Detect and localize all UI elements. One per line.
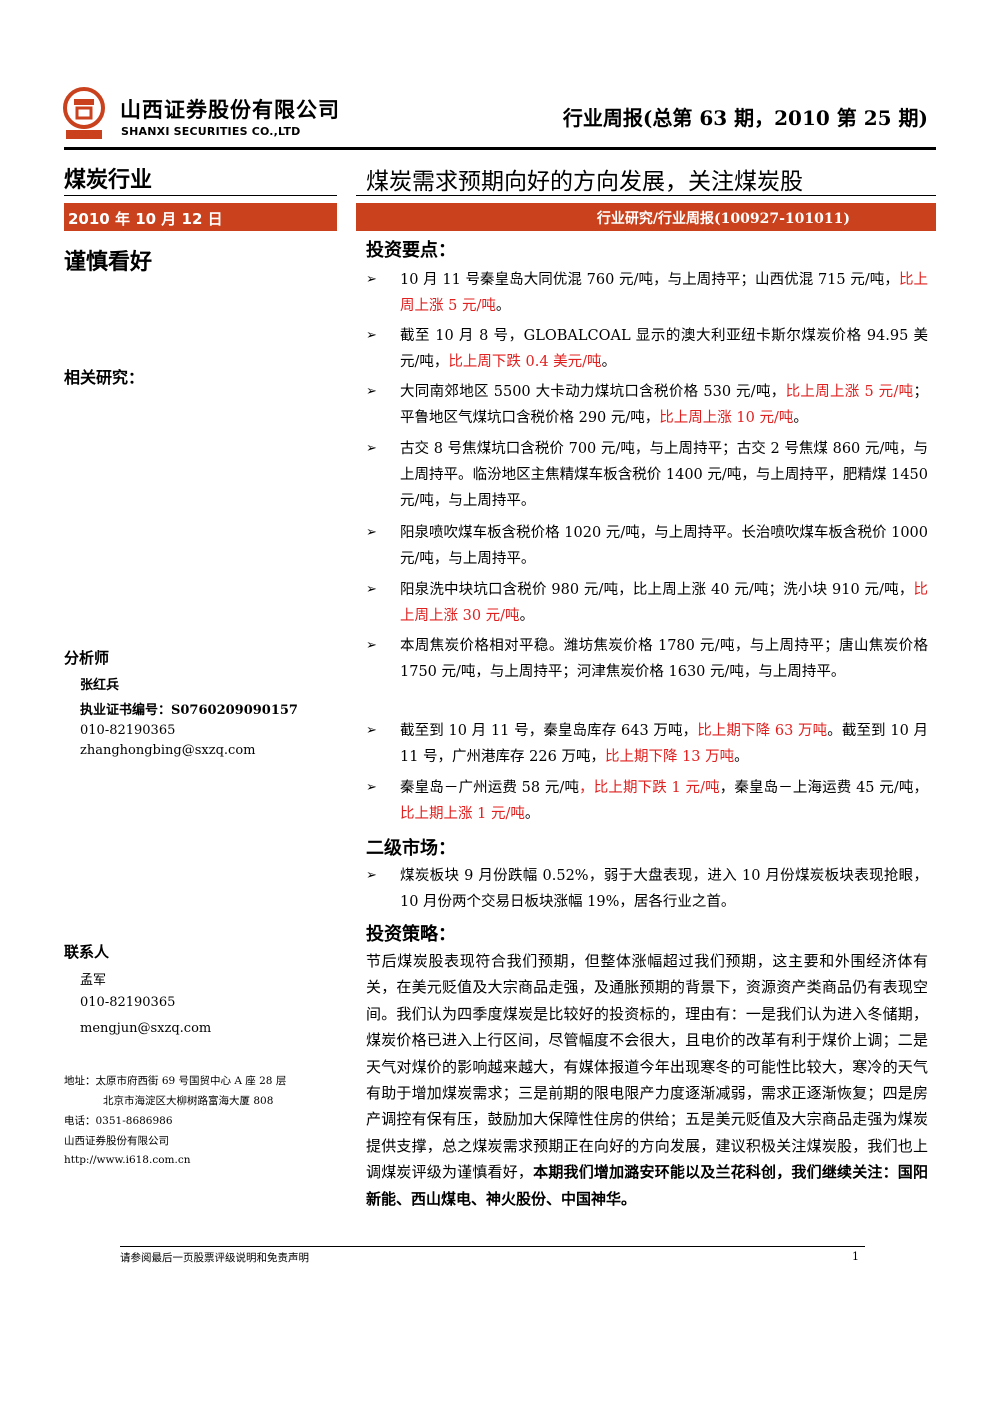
list-item: ➢大同南郊地区 5500 大卡动力煤坑口含税价格 530 元/吨，比上周上涨 5… [366,379,928,431]
list-item: ➢古交 8 号焦煤坑口含税价 700 元/吨，与上周持平；古交 2 号焦煤 86… [366,436,928,514]
related-research-label: 相关研究： [64,368,145,387]
industry-name: 煤炭行业 [64,168,153,193]
contact-email[interactable]: mengjun@sxzq.com [80,1021,212,1036]
list-item: ➢截至 10 月 8 号，GLOBALCOAL 显示的澳大利亚纽卡斯尔煤炭价格 … [366,323,928,375]
analyst-name: 张红兵 [80,678,120,693]
bullet-arrow-icon: ➢ [366,780,377,795]
report-headline: 煤炭需求预期向好的方向发展，关注煤炭股 [366,169,803,195]
bullet-arrow-icon: ➢ [366,272,377,287]
company-name-en: SHANXI SECURITIES CO.,LTD [121,125,301,138]
analyst-phone: 010-82190365 [80,723,176,738]
company-name-footer: 山西证券股份有限公司 [64,1135,169,1147]
bullet-arrow-icon: ➢ [366,638,377,653]
list-item: ➢煤炭板块 9 月份跌幅 0.52%，弱于大盘表现，进入 10 月份煤炭板块表现… [366,863,928,915]
list-item: ➢秦皇岛－广州运费 58 元/吨，比上期下跌 1 元/吨，秦皇岛－上海运费 45… [366,775,928,827]
page-number: 1 [852,1250,859,1263]
bullet-arrow-icon: ➢ [366,582,377,597]
header-rule [64,147,936,150]
bullet-arrow-icon: ➢ [366,525,377,540]
bullet-arrow-icon: ➢ [366,384,377,399]
industry-underline [64,195,337,196]
report-title: 行业周报(总第 63 期，2010 第 25 期) [562,106,928,130]
address-line-2: 北京市海淀区大柳树路富海大厦 808 [103,1095,274,1107]
list-item: ➢本周焦炭价格相对平稳。潍坊焦炭价格 1780 元/吨，与上周持平；唐山焦炭价格… [366,633,928,685]
footer-rule [120,1246,865,1247]
company-logo-icon [63,87,105,139]
list-item: ➢阳泉喷吹煤车板含税价格 1020 元/吨，与上周持平。长治喷吹煤车板含税价 1… [366,520,928,572]
bullet-arrow-icon: ➢ [366,723,377,738]
strategy-heading: 投资策略： [366,924,456,945]
bullet-arrow-icon: ➢ [366,441,377,456]
secondary-market-heading: 二级市场： [366,838,456,859]
headline-underline [356,195,936,196]
rating: 谨慎看好 [64,250,153,275]
bullet-arrow-icon: ➢ [366,328,377,343]
report-subtitle: 行业研究/行业周报(100927-101011) [356,203,936,231]
report-date: 2010 年 10 月 12 日 [64,203,337,231]
company-telephone: 电话：0351-8686986 [64,1115,173,1127]
list-item: ➢10 月 11 号秦皇岛大同优混 760 元/吨，与上周持平；山西优混 715… [366,267,928,319]
license-number: 执业证书编号：S0760209090157 [80,703,298,718]
bullet-arrow-icon: ➢ [366,868,377,883]
strategy-highlight: 本期我们增加潞安环能以及兰花科创，我们继续关注：国阳新能、西山煤电、神火股份、中… [366,1163,928,1208]
contact-heading: 联系人 [64,943,110,961]
contact-name: 孟军 [80,973,107,988]
analyst-heading: 分析师 [64,649,110,667]
company-website-link[interactable]: http://www.i618.com.cn [64,1154,191,1166]
list-item: ➢阳泉洗中块坑口含税价 980 元/吨，比上周上涨 40 元/吨；洗小块 910… [366,577,928,629]
analyst-email[interactable]: zhanghongbing@sxzq.com [80,743,256,758]
contact-phone: 010-82190365 [80,995,176,1010]
disclaimer-note: 请参阅最后一页股票评级说明和免责声明 [120,1252,309,1264]
strategy-paragraph: 节后煤炭股表现符合我们预期，但整体涨幅超过我们预期，这主要和外围经济体有关，在美… [366,952,928,1208]
list-item: ➢截至到 10 月 11 号，秦皇岛库存 643 万吨，比上期下降 63 万吨。… [366,718,928,770]
key-points-heading: 投资要点： [366,240,456,261]
company-name-cn: 山西证券股份有限公司 [120,98,340,122]
address-line-1: 地址：太原市府西街 69 号国贸中心 A 座 28 层 [64,1075,287,1087]
